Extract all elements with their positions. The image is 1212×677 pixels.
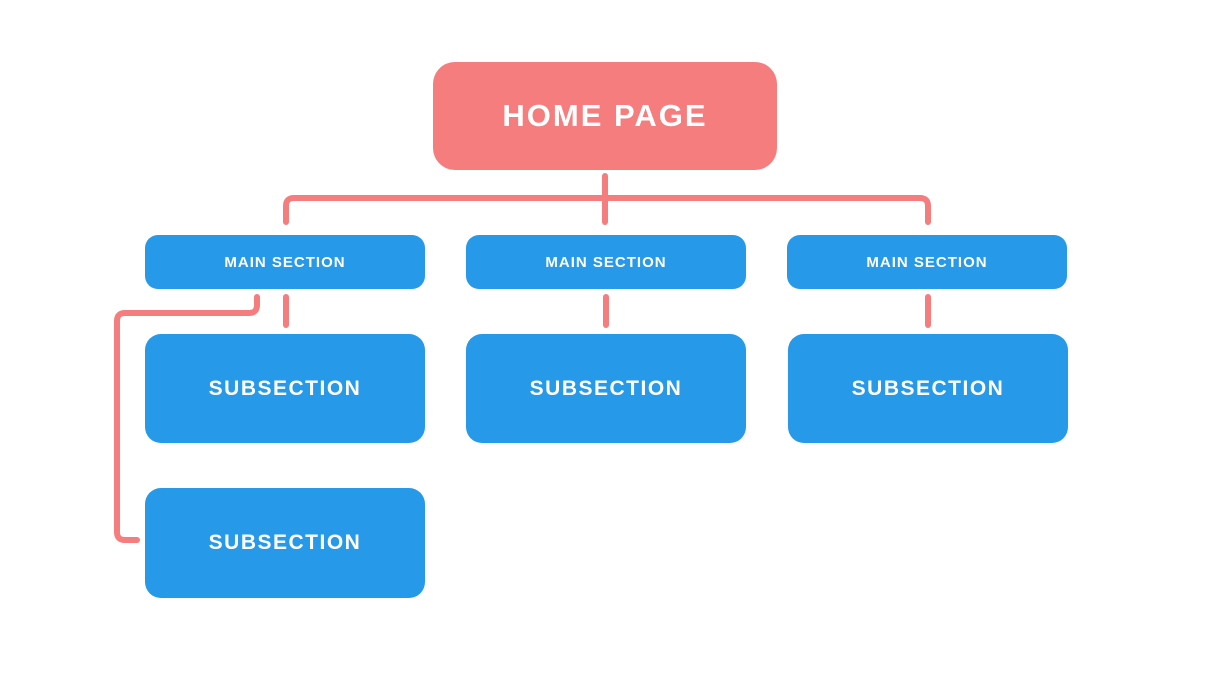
subsection-node-4[interactable]: SUBSECTION — [145, 488, 425, 598]
main-section-node-2[interactable]: MAIN SECTION — [466, 235, 746, 289]
subsection-label: SUBSECTION — [529, 376, 683, 400]
main-section-label: MAIN SECTION — [545, 253, 667, 271]
main-section-label: MAIN SECTION — [866, 253, 988, 271]
home-page-label: HOME PAGE — [502, 98, 708, 133]
subsection-label: SUBSECTION — [208, 376, 362, 400]
main-section-node-3[interactable]: MAIN SECTION — [787, 235, 1067, 289]
connector-level1-tree — [283, 195, 931, 225]
subsection-node-3[interactable]: SUBSECTION — [788, 334, 1068, 443]
subsection-label: SUBSECTION — [851, 376, 1005, 400]
subsection-node-1[interactable]: SUBSECTION — [145, 334, 425, 443]
subsection-label: SUBSECTION — [208, 531, 362, 554]
home-page-node[interactable]: HOME PAGE — [433, 62, 777, 170]
main-section-label: MAIN SECTION — [224, 253, 346, 271]
main-section-node-1[interactable]: MAIN SECTION — [145, 235, 425, 289]
subsection-node-2[interactable]: SUBSECTION — [466, 334, 746, 443]
